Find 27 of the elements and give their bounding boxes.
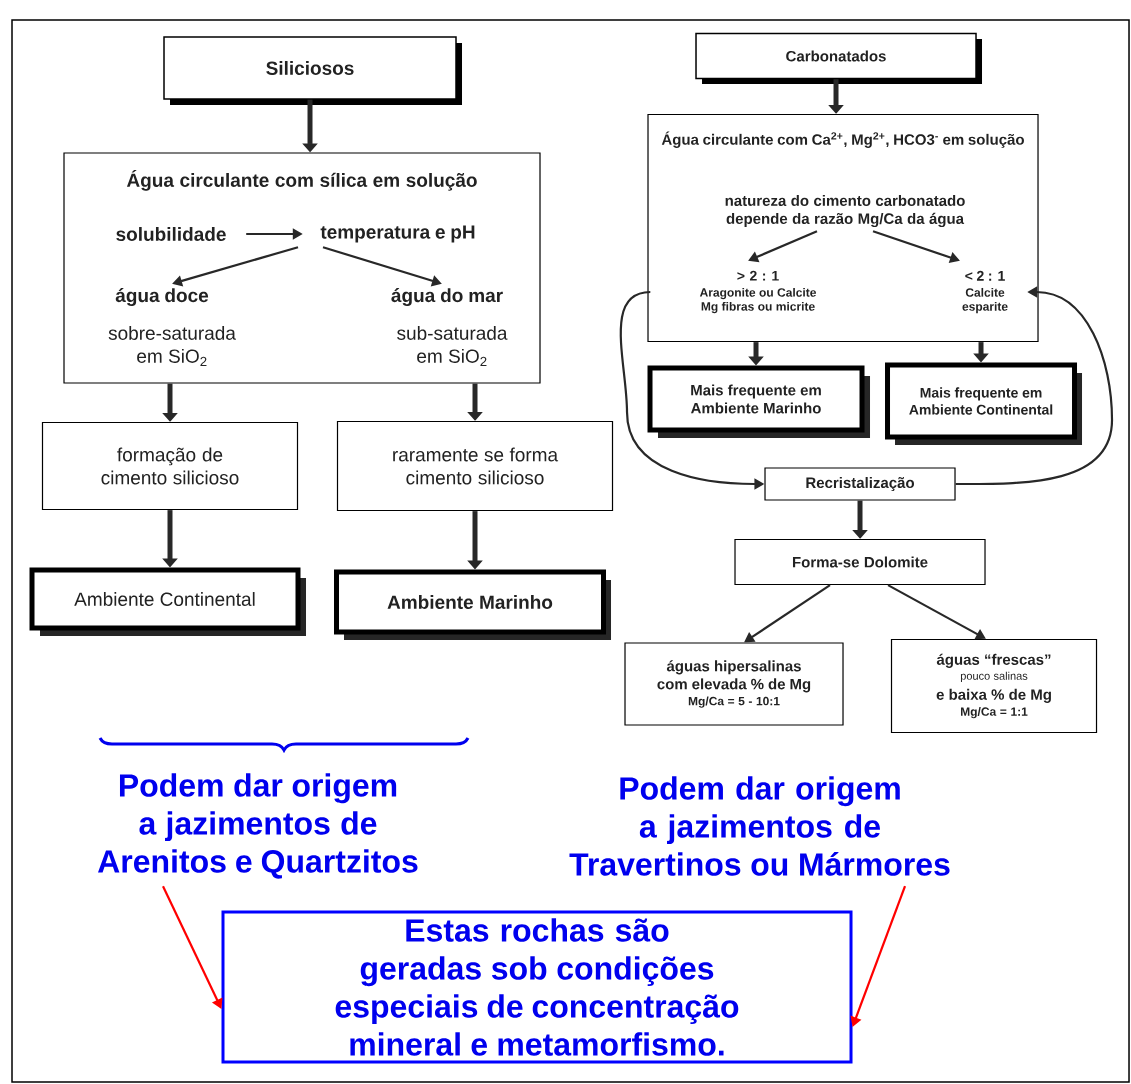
result-box: Mais frequente em Ambiente Marinho	[647, 365, 870, 438]
caption-text: sub-saturada em SiO$_{2}$	[397, 325, 508, 367]
arrow	[887, 584, 986, 640]
node-text: temperatura e pH	[320, 225, 475, 243]
process-box: Forma-se Dolomite	[734, 538, 986, 586]
conclusion-text: Podem dar origem a jazimentos de Arenitos e Quartzitos	[98, 773, 418, 879]
node-text: solubilidade	[116, 227, 226, 241]
process-box: águas “frescas” pouco salinas e baixa % de Mg Mg/Ca = 1:1	[890, 638, 1098, 734]
process-box: águas hipersalinas com elevada % de Mg Mg/Ca = 5 - 10:1	[624, 642, 844, 726]
node-text: água do mar sub-saturada em SiO$_{2}$	[391, 288, 508, 367]
caption-text: sobre-saturada em SiO$_{2}$	[108, 325, 236, 367]
result-box: Mais frequente em Ambiente Continental	[885, 362, 1082, 445]
arrow	[744, 584, 831, 643]
node-text: natureza do cimento carbonatado depende da razão Mg/Ca da água	[725, 195, 965, 228]
title-box: Carbonatados	[695, 32, 982, 84]
process-box: raramente se forma cimento silicioso	[336, 420, 614, 512]
node-text: < 2 : 1 Calcite esparite	[962, 270, 1008, 314]
title-box: Siliciosos	[163, 36, 462, 105]
result-box: Ambiente Continental	[29, 567, 306, 636]
conclusion-box: Estas rochas são geradas sob condições especiais de concentração mineral e metamorfismo.	[221, 910, 853, 1064]
conclusion-text: Podem dar origem a jazimentos de Travertinos ou Mármores	[569, 776, 950, 876]
node-text: água doce sobre-saturada em SiO$_{2}$	[108, 288, 236, 367]
process-box: formação de cimento silicioso	[41, 421, 299, 511]
node-text: > 2 : 1 Aragonite ou Calcite Mg fibras ou micrite	[699, 270, 816, 314]
process-box: Recristalização	[764, 467, 956, 501]
arrow	[162, 885, 223, 1009]
result-box: Ambiente Marinho	[334, 569, 611, 640]
